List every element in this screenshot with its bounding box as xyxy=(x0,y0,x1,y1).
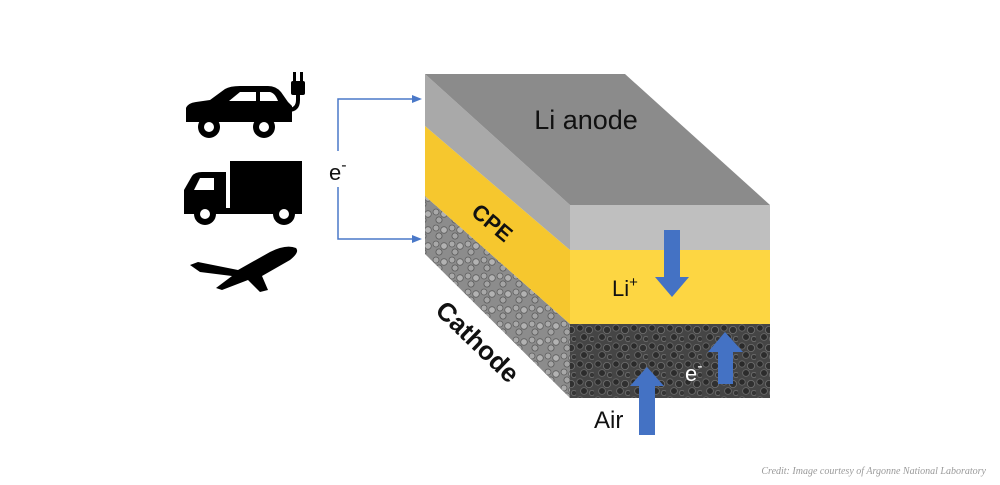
image-credit: Credit: Image courtesy of Argonne Nation… xyxy=(761,466,986,477)
cathode-electron-label: e- xyxy=(685,358,703,386)
air-arrow xyxy=(630,367,664,435)
electron-arrow xyxy=(708,332,743,384)
electric-car-icon xyxy=(186,72,305,138)
electrolyte-side-face xyxy=(425,126,570,324)
truck-icon xyxy=(184,161,302,225)
wire-arrowhead-bottom xyxy=(412,235,422,243)
cathode-front-face xyxy=(570,324,770,398)
anode-top-face xyxy=(425,74,770,205)
anode-side-face xyxy=(425,74,570,250)
cathode-side-face xyxy=(425,196,570,398)
air-label: Air xyxy=(594,407,623,434)
wire-arrowhead-top xyxy=(412,95,422,103)
circuit-electron-label: e- xyxy=(329,157,347,185)
anode-label: Li anode xyxy=(534,105,638,135)
airplane-icon xyxy=(190,246,298,292)
li-ion-arrow xyxy=(655,230,689,297)
circuit-wire xyxy=(337,98,412,240)
li-ion-label: Li+ xyxy=(612,274,638,301)
